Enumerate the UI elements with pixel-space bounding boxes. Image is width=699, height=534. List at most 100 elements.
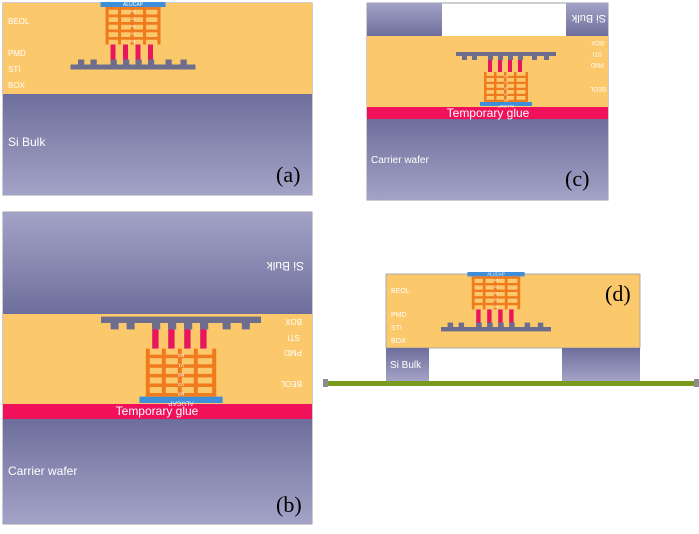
metal-level-label: V1 — [131, 32, 136, 36]
substrate-metal-bump — [472, 56, 477, 60]
metal-column — [514, 72, 517, 102]
panel-c-glue-label: Temporary glue — [447, 106, 530, 120]
metal-level-label: M2 — [130, 25, 135, 29]
panel-d-sti-label: STI — [391, 325, 402, 332]
contact-via — [168, 323, 175, 349]
substrate-metal-bump — [518, 56, 523, 60]
metal-level-label: M1 — [177, 352, 184, 358]
substrate-metal-bump — [180, 59, 187, 65]
contact-via — [152, 323, 159, 349]
metal-level-label: V2 — [131, 17, 136, 21]
contact-via — [135, 44, 141, 65]
substrate-metal-line — [70, 64, 196, 70]
metal-column — [157, 7, 161, 45]
metal-level-label: M3 — [130, 10, 135, 14]
substrate-metal-bump — [532, 56, 537, 60]
panel-d-bulk-left — [386, 348, 429, 381]
substrate-metal-line — [101, 316, 261, 323]
contact-via — [498, 309, 503, 327]
metal-level-label: M2 — [177, 371, 184, 377]
panel-d-film-clamp-right — [694, 379, 699, 387]
panel-a-bulk-label: Si Bulk — [8, 135, 46, 149]
bond-pad-label: ALUCAP — [487, 272, 505, 277]
substrate-metal-bump — [152, 323, 161, 330]
contact-via — [498, 56, 502, 72]
metal-column — [525, 72, 528, 102]
panel-d-bulk-right — [562, 348, 640, 381]
substrate-metal-bump — [498, 56, 503, 60]
metal-level-label: M2 — [504, 87, 508, 91]
metal-column — [212, 348, 217, 397]
substrate-metal-bump — [135, 59, 142, 65]
panel-b-box-label: BOX — [284, 317, 302, 326]
metal-level-label: V2 — [504, 93, 508, 97]
substrate-metal-bump — [123, 59, 130, 65]
panel-c-carrier-label: Carrier wafer — [371, 155, 429, 166]
panel-b-bulk-layer — [3, 212, 312, 314]
panel-a-pmd-label: PMD — [8, 49, 26, 58]
substrate-metal-bump — [241, 323, 250, 330]
metal-level-label: V2 — [178, 381, 184, 387]
substrate-metal-line — [456, 52, 556, 56]
panel-d-tag: (d) — [605, 281, 631, 306]
metal-level-label: V2 — [494, 285, 498, 289]
metal-column — [177, 348, 182, 397]
metal-column — [143, 7, 147, 45]
bond-pad — [100, 2, 166, 7]
bond-pad-label: ALUCAP — [498, 104, 514, 109]
panel-c-bulk-label: Si Bulk — [571, 12, 606, 24]
metal-column — [517, 276, 521, 310]
metal-column — [145, 348, 150, 397]
panel-b-tag: (b) — [276, 492, 302, 517]
contact-via — [184, 323, 191, 349]
panel-c-sti-label: STI — [592, 50, 602, 56]
panel-b-pmd-label: PMD — [284, 348, 302, 357]
metal-column — [193, 348, 198, 397]
substrate-metal-bump — [126, 323, 135, 330]
panel-b-glue-layer — [3, 404, 312, 419]
panel-a-beol-label: BEOL — [8, 17, 30, 26]
substrate-metal-bump — [458, 322, 465, 327]
panel-b-carrier-label: Carrier wafer — [8, 464, 77, 478]
contact-via — [123, 44, 128, 65]
bond-pad-label: ALUCAP — [123, 2, 144, 8]
metal-level-label: M3 — [494, 278, 499, 282]
contact-via — [200, 323, 207, 349]
metal-column — [482, 276, 486, 310]
substrate-metal-bump — [110, 59, 117, 65]
substrate-metal-bump — [447, 322, 454, 327]
metal-level-label: M1 — [494, 305, 499, 309]
panel-d-dicing-film — [326, 381, 696, 386]
contact-via — [148, 44, 153, 65]
bond-pad — [139, 396, 223, 403]
contact-via — [476, 309, 481, 327]
substrate-metal-line — [441, 327, 551, 332]
panel-b-carrier-layer — [3, 419, 312, 524]
metal-column — [130, 7, 134, 45]
panel-c-beol-label: BEOL — [589, 85, 606, 91]
contact-via — [508, 56, 512, 72]
substrate-metal-bump — [78, 59, 85, 65]
metal-column — [118, 7, 122, 45]
substrate-metal-bump — [544, 56, 549, 60]
panel-c-carrier-layer — [367, 119, 608, 200]
metal-level-label: M2 — [494, 292, 499, 296]
metal-level-label: V1 — [178, 362, 184, 368]
metal-level-label: M3 — [504, 99, 508, 103]
metal-level-label: V1 — [504, 81, 508, 85]
contact-via — [487, 309, 492, 327]
panel-a-tag: (a) — [276, 162, 300, 187]
metal-column — [471, 276, 475, 310]
contact-via — [518, 56, 522, 72]
metal-level-label: M1 — [504, 75, 508, 79]
panel-c-bulk-right — [566, 3, 608, 36]
contact-via — [509, 309, 514, 327]
substrate-metal-bump — [488, 56, 493, 60]
substrate-metal-bump — [90, 59, 97, 65]
substrate-metal-bump — [165, 59, 172, 65]
